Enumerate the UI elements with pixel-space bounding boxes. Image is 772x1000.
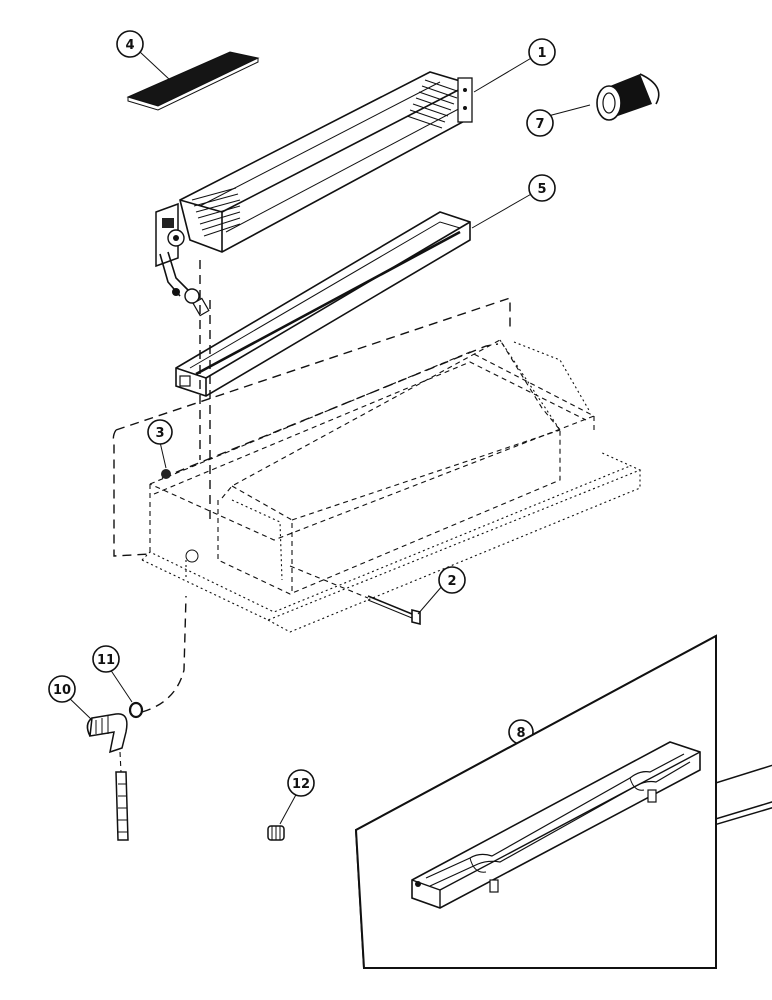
- callout-10: 10: [48, 675, 76, 703]
- core-fins-right: [406, 77, 473, 129]
- svg-text:11: 11: [97, 653, 115, 668]
- evaporator-core-part: [155, 71, 473, 317]
- callout-7: 7: [526, 109, 554, 137]
- svg-text:2: 2: [447, 574, 456, 589]
- svg-text:10: 10: [53, 683, 71, 698]
- callout-5: 5: [528, 174, 556, 202]
- core-end-fittings: [155, 202, 210, 317]
- callout-2: 2: [438, 566, 466, 594]
- nut-part: [161, 469, 171, 479]
- callout-1: 1: [528, 38, 556, 66]
- bolt-part: [289, 565, 421, 626]
- elbow-fitting-part: [267, 825, 285, 841]
- svg-text:1: 1: [537, 46, 546, 61]
- tape-roll-part: [596, 73, 660, 121]
- drain-hose-part: [86, 713, 129, 841]
- callout-3: 3: [147, 419, 173, 445]
- insulation-strip-part: [126, 51, 260, 111]
- svg-text:12: 12: [292, 777, 310, 792]
- core-fins-left: [191, 187, 241, 237]
- callout-11: 11: [92, 645, 120, 673]
- evaporator-housing: [112, 260, 642, 633]
- svg-text:7: 7: [535, 117, 544, 132]
- hose-clamp-part: [128, 595, 187, 719]
- svg-text:4: 4: [125, 38, 134, 53]
- svg-text:8: 8: [516, 726, 525, 741]
- callout-4: 4: [116, 30, 144, 58]
- svg-text:3: 3: [155, 426, 164, 441]
- callout-12: 12: [287, 769, 315, 797]
- svg-text:5: 5: [537, 182, 546, 197]
- drain-pan-part: [175, 211, 471, 397]
